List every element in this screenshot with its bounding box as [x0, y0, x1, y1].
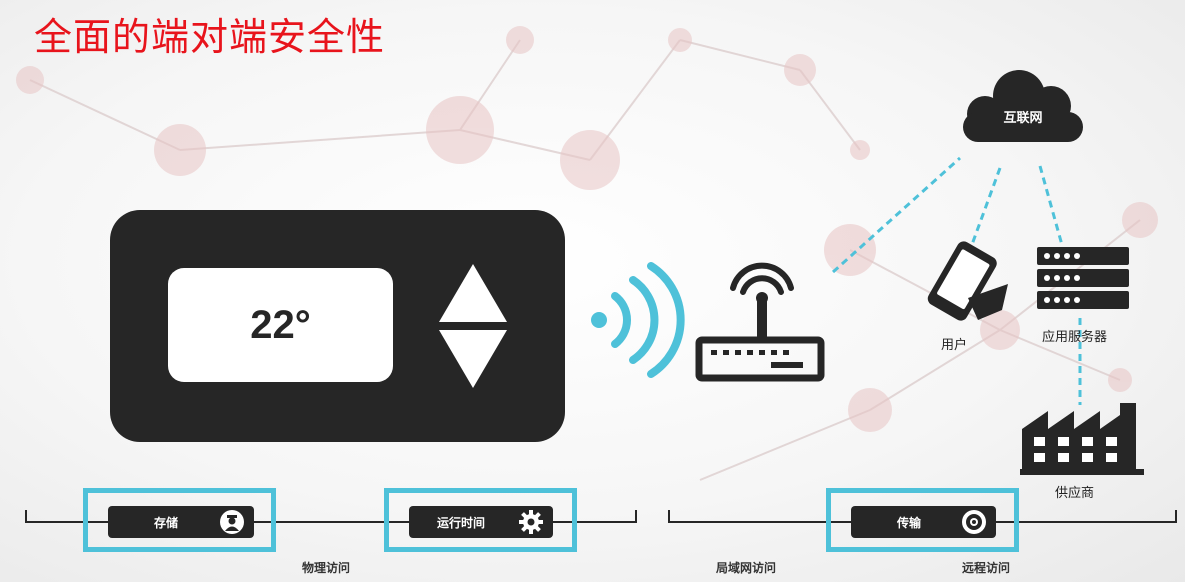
- remote-access-label: 远程访问: [962, 561, 1011, 575]
- server-label: 应用服务器: [1042, 330, 1108, 345]
- runtime-highlight: [384, 488, 577, 552]
- up-arrow-icon: [439, 264, 507, 322]
- router-icon: [695, 262, 825, 382]
- storage-tag: 存储: [108, 506, 254, 538]
- lan-access-label: 局域网访问: [716, 561, 777, 575]
- user-silhouette-icon: [220, 510, 244, 534]
- transfer-icon: [962, 510, 986, 534]
- down-arrow-icon: [439, 330, 507, 388]
- transport-highlight: [826, 488, 1019, 552]
- factory-icon: [1020, 403, 1144, 475]
- storage-label: 存储: [154, 516, 179, 530]
- internet-label: 互联网: [1003, 111, 1043, 126]
- up-down-arrows-icon: [439, 264, 507, 388]
- slide-title: 全面的端对端安全性: [34, 15, 386, 59]
- transport-label: 传输: [897, 516, 922, 530]
- physical-access-label: 物理访问: [302, 561, 351, 575]
- transport-tag: 传输: [851, 506, 996, 538]
- thermostat-display: [168, 268, 393, 382]
- temperature-reading: 22°: [250, 303, 311, 347]
- cloud-icon: [963, 70, 1083, 142]
- runtime-label: 运行时间: [437, 516, 486, 530]
- wifi-signal-icon: [591, 262, 685, 378]
- smartphone-icon: [927, 241, 1008, 321]
- storage-highlight: [83, 488, 276, 552]
- runtime-tag: 运行时间: [409, 506, 553, 538]
- user-label: 用户: [941, 338, 968, 353]
- supplier-label: 供应商: [1055, 486, 1095, 501]
- gear-icon: [519, 510, 543, 534]
- server-rack-icon: [1037, 247, 1129, 309]
